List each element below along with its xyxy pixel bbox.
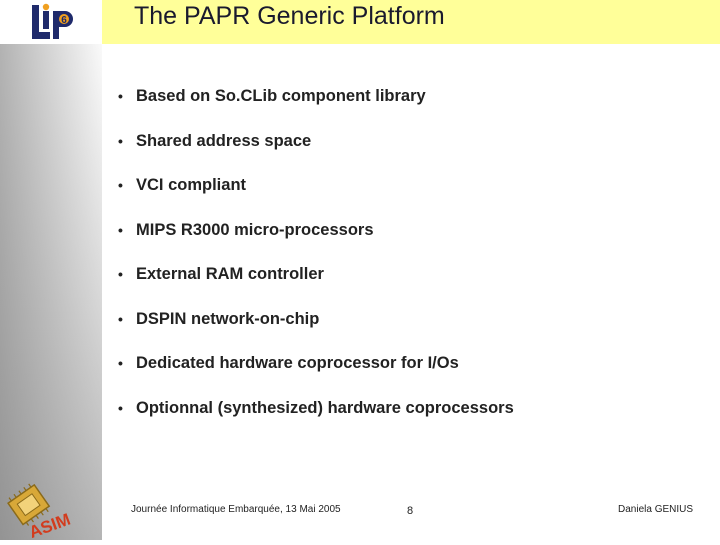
bullet-text: DSPIN network-on-chip (136, 309, 320, 328)
left-gradient-band (0, 0, 102, 540)
bullet-text: Shared address space (136, 131, 312, 150)
lip6-logo: 6 (0, 0, 102, 44)
bullet-text: Dedicated hardware coprocessor for I/Os (136, 354, 459, 372)
bullet-dot: • (118, 221, 123, 238)
bullet-item: • Based on So.CLib component library (118, 86, 514, 131)
bullet-text: Based on So.CLib component library (136, 87, 426, 105)
footer-event: Journée Informatique Embarquée, 13 Mai 2… (131, 504, 341, 515)
bullet-text: VCI compliant (136, 176, 247, 194)
bullet-text: External RAM controller (136, 265, 324, 283)
bullet-dot: • (118, 266, 123, 282)
slide-title: The PAPR Generic Platform (134, 2, 445, 30)
bullet-item: • MIPS R3000 micro-processors (118, 220, 514, 265)
bullet-item: • External RAM controller (118, 264, 514, 309)
footer-author: Daniela GENIUS (618, 504, 694, 515)
bullet-list: • Based on So.CLib component library • Sha… (118, 86, 514, 442)
bullet-dot: • (118, 132, 123, 149)
page-number: 8 (407, 505, 414, 517)
chip-icon: ASIM (7, 483, 73, 542)
lip6-number: 6 (61, 15, 67, 26)
bullet-item: • Dedicated hardware coprocessor for I/Os (118, 353, 514, 398)
bullet-text: Optionnal (synthesized) hardware coproce… (136, 398, 514, 417)
bullet-item: • Optionnal (synthesized) hardware coproc… (118, 398, 514, 443)
bullet-text: MIPS R3000 micro-processors (136, 220, 374, 239)
bullet-dot: • (118, 355, 123, 371)
asim-logo: ASIM (2, 476, 82, 542)
lip6-logo-icon: 6 (32, 3, 73, 39)
bullet-dot: • (118, 310, 123, 327)
bullet-dot: • (118, 177, 123, 193)
bullet-dot: • (118, 88, 123, 104)
bullet-item: • DSPIN network-on-chip (118, 309, 514, 354)
bullet-item: • VCI compliant (118, 175, 514, 220)
bullet-item: • Shared address space (118, 131, 514, 176)
bullet-dot: • (118, 399, 123, 416)
title-band (102, 0, 720, 44)
